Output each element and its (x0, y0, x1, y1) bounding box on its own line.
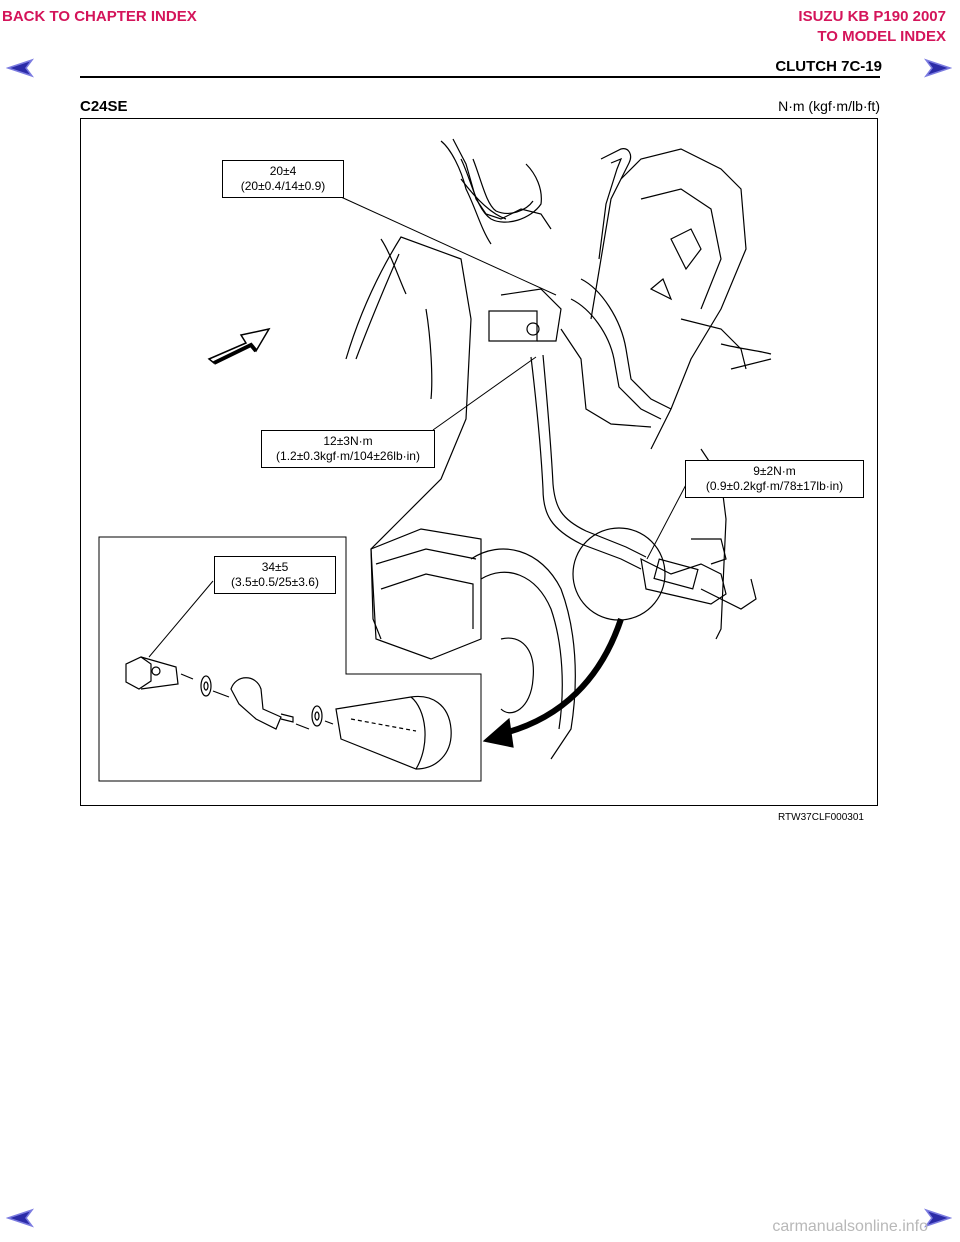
torque-callout-right: 9±2N·m (0.9±0.2kgf·m/78±17lb·in) (685, 460, 864, 498)
to-model-index-link[interactable]: TO MODEL INDEX (817, 28, 946, 45)
torque-value: 9±2N·m (753, 464, 796, 478)
next-page-arrow-icon[interactable] (922, 58, 952, 78)
torque-alt-units: (20±0.4/14±0.9) (240, 179, 326, 193)
torque-alt-units: (1.2±0.3kgf·m/104±26lb·in) (276, 449, 420, 463)
prev-page-arrow-icon[interactable] (6, 58, 36, 78)
prev-page-arrow-bottom-icon[interactable] (6, 1208, 36, 1228)
figure-reference-code: RTW37CLF000301 (778, 812, 864, 823)
torque-callout-top: 20±4 (20±0.4/14±0.9) (222, 160, 344, 198)
page-title: CLUTCH 7C-19 (775, 58, 882, 75)
back-to-chapter-index-link[interactable]: BACK TO CHAPTER INDEX (2, 8, 197, 25)
next-page-arrow-bottom-icon[interactable] (922, 1208, 952, 1228)
torque-callout-bottom: 34±5 (3.5±0.5/25±3.6) (214, 556, 336, 594)
torque-alt-units: (0.9±0.2kgf·m/78±17lb·in) (705, 479, 844, 493)
clutch-diagram-figure: 20±4 (20±0.4/14±0.9) 12±3N·m (1.2±0.3kgf… (80, 118, 878, 806)
torque-alt-units: (3.5±0.5/25±3.6) (231, 575, 319, 589)
clutch-line-drawing (98, 138, 772, 782)
torque-value: 34±5 (261, 560, 289, 574)
torque-value: 12±3N·m (323, 434, 373, 448)
torque-value: 20±4 (269, 164, 297, 178)
header-divider (80, 76, 880, 78)
model-title-link[interactable]: ISUZU KB P190 2007 (798, 8, 946, 25)
torque-callout-middle: 12±3N·m (1.2±0.3kgf·m/104±26lb·in) (261, 430, 435, 468)
engine-code-label: C24SE (80, 98, 128, 115)
torque-units-label: N·m (kgf·m/lb·ft) (778, 98, 880, 114)
watermark-text: carmanualsonline.info (772, 1218, 928, 1235)
